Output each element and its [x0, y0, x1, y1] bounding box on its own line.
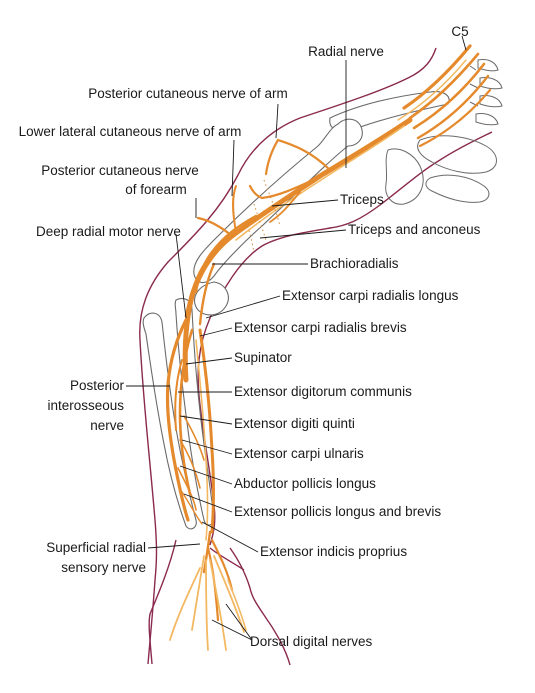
leader-supinator — [185, 357, 233, 365]
leader-triceps — [271, 199, 339, 207]
leader-deep-radial — [175, 233, 187, 319]
label-dorsal-digital-nerves: Dorsal digital nerves — [250, 634, 373, 649]
label-deep-radial-motor-nerve: Deep radial motor nerve — [36, 224, 181, 239]
label-superficial-radial-sensory-line2: sensory nerve — [61, 560, 146, 575]
label-extensor-carpi-radialis-brevis: Extensor carpi radialis brevis — [234, 320, 407, 335]
humerus — [193, 118, 363, 316]
label-extensor-digiti-quinti: Extensor digiti quinti — [234, 416, 355, 431]
leader-lines — [126, 35, 467, 641]
leader-dorsal-digital — [211, 603, 253, 641]
label-superficial-radial-sensory-line1: Superficial radial — [46, 540, 146, 555]
leader-edq — [179, 415, 233, 425]
label-posterior-cutaneous-nerve-forearm-line2: of forearm — [125, 182, 187, 197]
label-radial-nerve: Radial nerve — [308, 44, 384, 59]
label-posterior-cutaneous-nerve-forearm-line1: Posterior cutaneous nerve — [41, 163, 199, 178]
label-lower-lateral-cutaneous-nerve-of-arm: Lower lateral cutaneous nerve of arm — [19, 124, 242, 139]
label-extensor-digitorum-communis: Extensor digitorum communis — [234, 384, 412, 399]
label-brachioradialis: Brachioradialis — [310, 256, 399, 271]
label-posterior-interosseous-line1: Posterior — [70, 378, 125, 393]
leader-c5 — [461, 35, 467, 51]
labels: C5 Radial nerve Posterior cutaneous nerv… — [19, 24, 481, 649]
shoulder-bones — [329, 91, 497, 205]
label-posterior-cutaneous-nerve-of-arm: Posterior cutaneous nerve of arm — [88, 86, 288, 101]
label-abductor-pollicis-longus: Abductor pollicis longus — [234, 476, 376, 491]
label-supinator: Supinator — [234, 350, 292, 365]
leader-lower-lat-cut — [231, 139, 235, 197]
label-triceps: Triceps — [340, 192, 384, 207]
leader-eip — [201, 521, 259, 553]
leader-ecrl — [205, 295, 281, 319]
hand-outline — [148, 539, 245, 665]
label-extensor-pollicis-longus-and-brevis: Extensor pollicis longus and brevis — [234, 504, 441, 519]
label-posterior-interosseous-line3: nerve — [90, 418, 124, 433]
leader-ecu — [181, 439, 233, 455]
label-triceps-and-anconeus: Triceps and anconeus — [348, 222, 481, 237]
label-extensor-indicis-proprius: Extensor indicis proprius — [260, 544, 407, 559]
leader-epl-epb — [183, 493, 233, 513]
label-extensor-carpi-radialis-longus: Extensor carpi radialis longus — [282, 288, 459, 303]
leader-triceps-anconeus — [259, 229, 347, 239]
leader-apl — [179, 465, 233, 485]
radial-nerve-tree — [165, 44, 492, 651]
label-extensor-carpi-ulnaris: Extensor carpi ulnaris — [234, 446, 364, 461]
label-c5: C5 — [451, 24, 468, 39]
label-posterior-interosseous-line2: interosseous — [47, 398, 124, 413]
leader-srsn — [147, 543, 201, 549]
leader-ecrb — [199, 327, 233, 337]
leader-post-cut-arm — [275, 103, 279, 139]
